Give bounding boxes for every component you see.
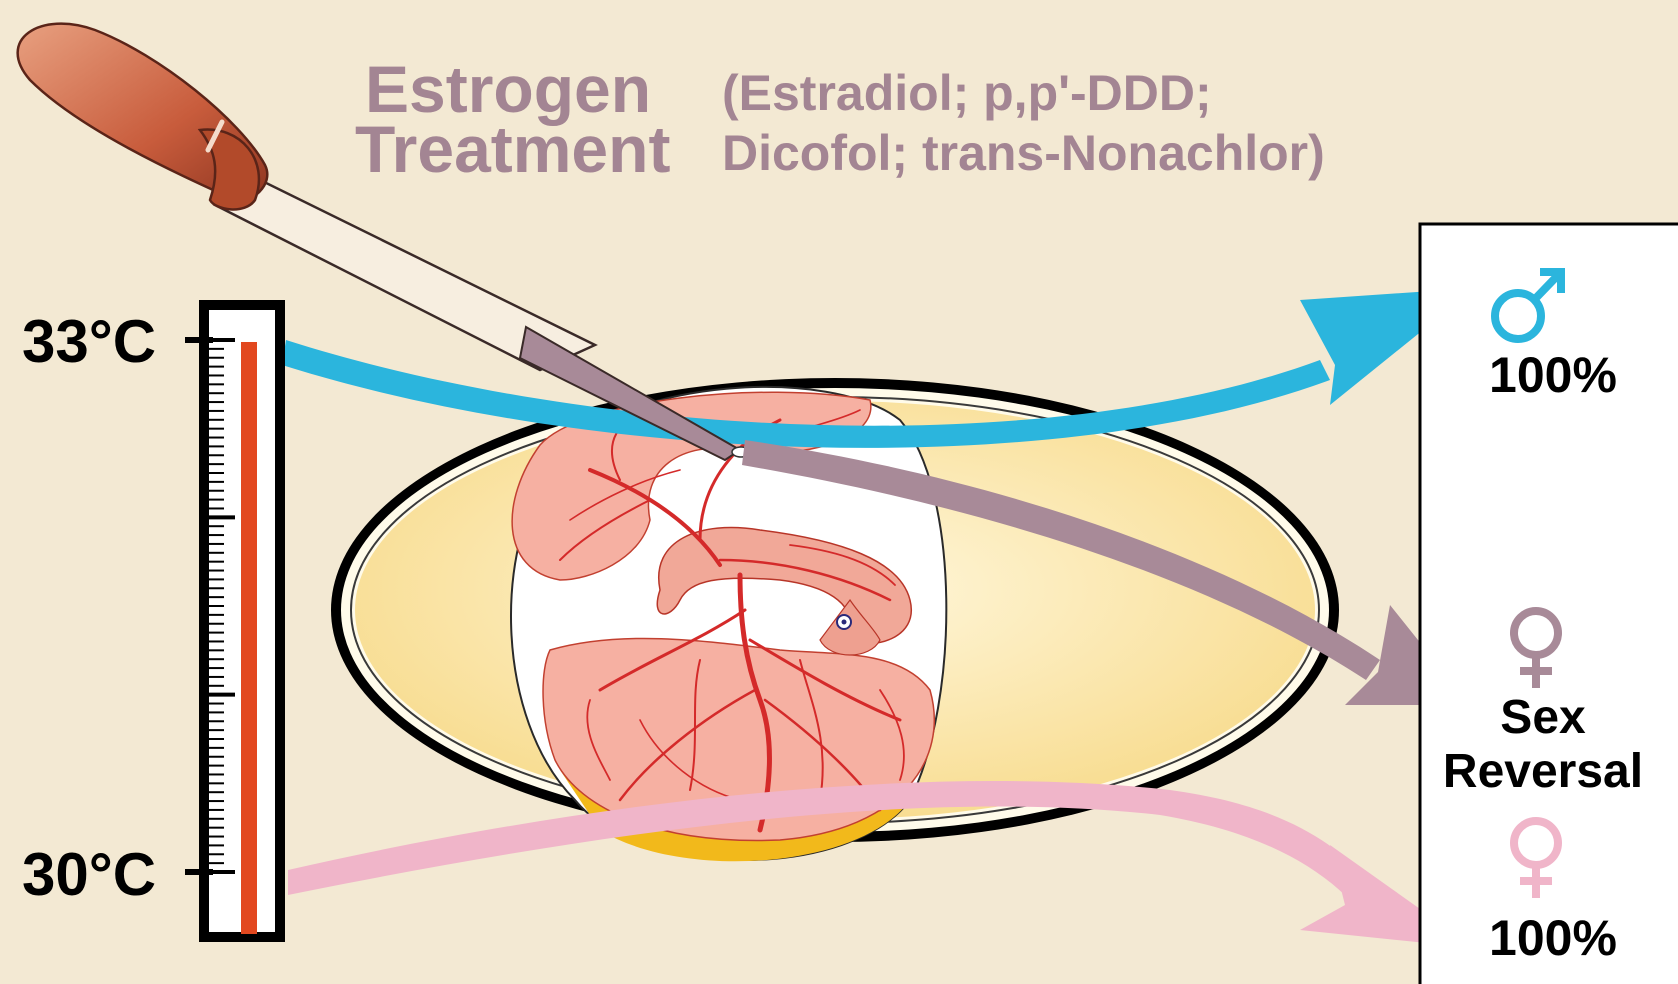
results-panel: 100% Sex Reversal 100% — [1420, 224, 1678, 984]
temp-high-label: 33°C — [22, 308, 156, 375]
female-arrow — [288, 781, 1475, 948]
temp-low-label: 30°C — [22, 841, 156, 908]
reversal-line2: Reversal — [1443, 745, 1643, 798]
thermometer-mercury — [241, 342, 257, 934]
title-line2: Treatment — [355, 112, 670, 186]
reversal-line1: Sex — [1500, 691, 1586, 744]
compounds-line1: (Estradiol; p,p'-DDD; — [722, 65, 1212, 121]
compounds-line2: Dicofol; trans-Nonachlor) — [722, 125, 1325, 181]
male-percent: 100% — [1489, 347, 1617, 403]
female-percent: 100% — [1489, 910, 1617, 966]
thermometer — [185, 300, 285, 942]
